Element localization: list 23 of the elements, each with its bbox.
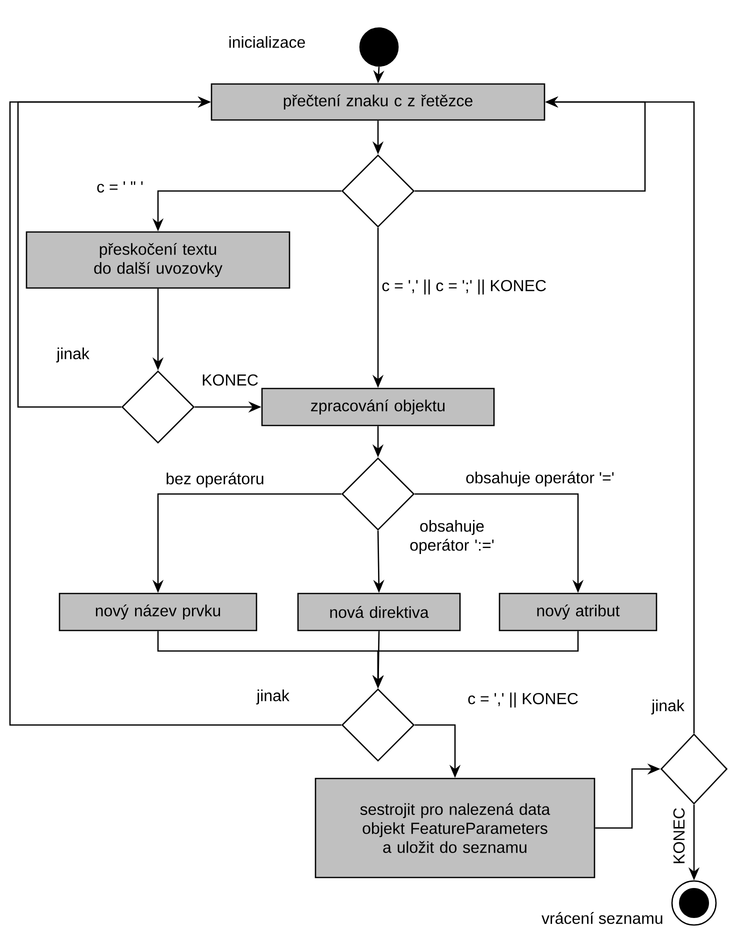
edge-label: jinak	[650, 698, 686, 716]
edge-label: KONEC	[200, 373, 260, 387]
edge-label: c = ',' || KONEC	[466, 692, 580, 708]
process-box: přeskočení textu do další uvozovky	[26, 231, 290, 289]
edge-label: KONEC	[672, 806, 686, 866]
edge-label: obsahuje operátor ':='	[398, 519, 506, 555]
process-box: nový atribut	[498, 592, 658, 632]
edge-label: jinak	[256, 688, 290, 706]
process-box: nový název prvku	[58, 592, 258, 632]
node-caption: inicializace	[229, 36, 305, 48]
start-node	[359, 27, 399, 67]
process-box: sestrojit pro nalezená data objekt FeatureParameters a uložit do seznamu	[314, 778, 596, 878]
edge-label: c = ' " '	[96, 180, 144, 194]
node-caption: vrácení seznamu	[542, 912, 662, 924]
edge-label: c = ',' || c = ';' || KONEC	[380, 278, 548, 296]
edge-label: bez operátoru	[164, 471, 266, 489]
process-box: zpracování objektu	[261, 388, 495, 426]
process-box: nová direktiva	[297, 592, 461, 632]
end-node	[671, 880, 717, 926]
edge-label: obsahuje operátor '='	[464, 470, 616, 488]
process-box: přečtení znaku c z řetězce	[210, 83, 546, 121]
arrow	[9, 96, 342, 726]
edge-label: jinak	[56, 346, 90, 364]
